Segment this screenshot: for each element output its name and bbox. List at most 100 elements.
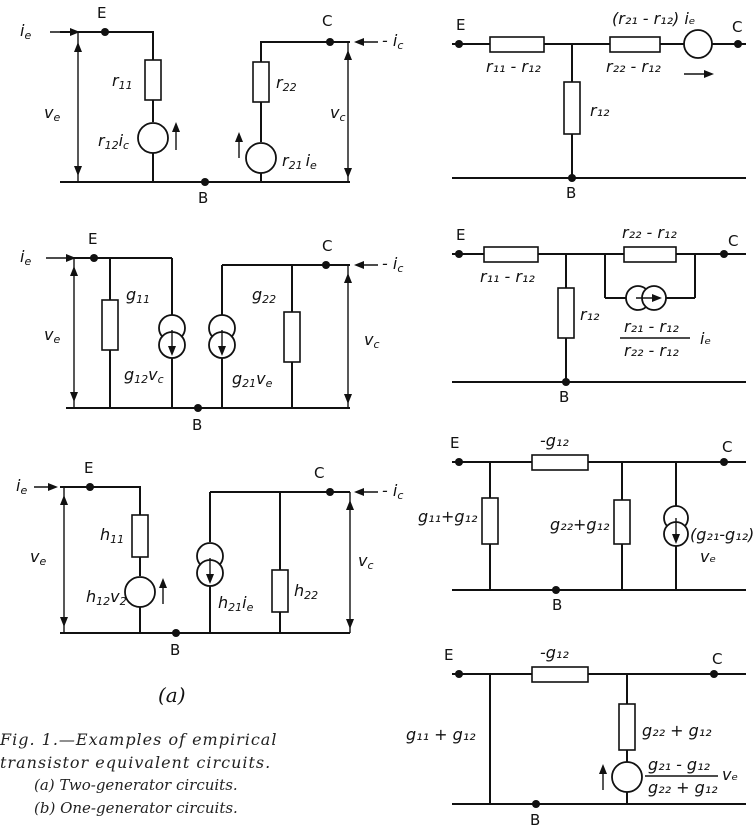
resistor-r11: [144, 59, 162, 101]
left-conductance-label: g₁₁+g₁₂: [418, 507, 478, 526]
caption-line-3: (a) Two-generator circuits.: [34, 776, 238, 794]
current-ic-label: - ic: [382, 254, 403, 275]
node-b-label: B: [552, 596, 562, 614]
node-b-label: B: [198, 189, 208, 207]
caption-line-4: (b) One-generator circuits.: [34, 799, 238, 817]
node-e-label: E: [97, 4, 106, 22]
generator-1-label: h12v2: [86, 587, 127, 608]
node-c-label: C: [722, 438, 732, 456]
voltage-generator: [611, 761, 643, 793]
voltage-ve-label: ve: [44, 103, 60, 124]
fraction-numerator: g₂₁ - g₁₂: [648, 755, 711, 774]
fraction-numerator: r₂₁ - r₁₂: [624, 317, 679, 336]
node-b-label: B: [530, 811, 540, 829]
g22-label: g22: [252, 285, 276, 306]
node-c-label: C: [322, 12, 332, 30]
voltage-ve-label: ve: [44, 325, 60, 346]
series-conductance-label: -g₁₂: [540, 431, 569, 450]
node-e-label: E: [88, 230, 97, 248]
voltage-vc-label: vc: [364, 330, 380, 351]
caption-line-1: Fig. 1.—Examples of empirical: [0, 730, 278, 749]
conductance-h22: [271, 569, 289, 613]
fraction-variable: iₑ: [700, 329, 711, 348]
current-ie-label: ie: [16, 476, 27, 497]
voltage-generator: [683, 29, 713, 59]
node-e-label: E: [444, 646, 453, 664]
voltage-ve-label: ve: [30, 547, 46, 568]
conductance-g11: [101, 299, 119, 351]
current-ie-label: ie: [20, 21, 31, 42]
current-ic-label: - ic: [382, 31, 403, 52]
right-resistor-label: r₂₂ - r₁₂: [606, 57, 661, 76]
circuit-t-one-generator: E C B r₁₁ - r₁₂ r₂₂ - r₁₂ r₁₂ (r₂₁ - r₁₂…: [452, 9, 746, 202]
node-b-label: B: [192, 416, 202, 434]
node-c-label: C: [712, 650, 722, 668]
node-b: [201, 178, 209, 186]
conductance-minus-g12: [531, 454, 589, 471]
voltage-vc-label: vc: [330, 103, 346, 124]
node-e-label: E: [456, 226, 465, 244]
g11-label: g11: [126, 285, 150, 306]
node-c-label: C: [314, 464, 324, 482]
resistor-r11-r12: [483, 246, 539, 263]
voltage-generator-2: [245, 142, 277, 174]
right-conductance-label: g₂₂ + g₁₂: [642, 721, 712, 740]
current-ie-label: ie: [20, 247, 31, 268]
generator-2-label: g21ve: [232, 369, 273, 390]
node-c-label: C: [322, 237, 332, 255]
generator-1-label: r12ic: [98, 131, 129, 152]
r11-label: r11: [112, 71, 133, 92]
left-conductance-label: g₁₁ + g₁₂: [406, 725, 476, 744]
top-resistor-label: r₂₂ - r₁₂: [622, 223, 677, 242]
resistor-r22-r12: [623, 246, 677, 263]
node-c-label: C: [728, 232, 738, 250]
left-resistor-label: r₁₁ - r₁₂: [486, 57, 541, 76]
conductance-g22: [283, 311, 301, 363]
voltage-generator-1: [137, 122, 169, 154]
generator-variable: vₑ: [700, 547, 716, 566]
generator-2-label: h21ie: [218, 593, 254, 614]
voltage-vc-label: vc: [358, 551, 374, 572]
circuit-pi-one-generator: E C B -g₁₂ g₁₁+g₁₂ g₂₂+g₁₂ (g₂₁-g₁₂) vₑ: [418, 431, 754, 614]
series-conductance-label: -g₁₂: [540, 643, 569, 662]
node-e-label: E: [456, 16, 465, 34]
node-b-label: B: [559, 388, 569, 406]
node-e-label: E: [84, 459, 93, 477]
node-b-label: B: [566, 184, 576, 202]
left-resistor-label: r₁₁ - r₁₂: [480, 267, 535, 286]
conductance-g22-g12: [613, 499, 631, 545]
generator-label: (g₂₁-g₁₂): [690, 525, 754, 544]
node-e-label: E: [450, 434, 459, 452]
node-b-label: B: [170, 641, 180, 659]
conductance-minus-g12: [531, 666, 589, 683]
resistor-r12: [563, 81, 581, 135]
fraction-denominator: r₂₂ - r₁₂: [624, 341, 679, 360]
node-c: [326, 38, 334, 46]
node-e: [101, 28, 109, 36]
caption-line-2: transistor equivalent circuits.: [0, 753, 272, 772]
voltage-generator: [124, 576, 156, 608]
generator-1-label: g12vc: [124, 365, 164, 386]
resistor-r22-r12: [609, 36, 661, 53]
current-ic-label: - ic: [382, 481, 403, 502]
resistor-h11: [131, 514, 149, 558]
resistor-r22: [252, 61, 270, 103]
shunt-resistor-label: r₁₂: [580, 305, 600, 324]
conductance-g11-g12: [481, 497, 499, 545]
generator-label: (r₂₁ - r₁₂) iₑ: [612, 9, 695, 28]
h22-label: h22: [294, 581, 318, 602]
part-a-label: (a): [158, 683, 186, 707]
circuit-t-one-generator-current: E C B r₁₁ - r₁₂ r₂₂ - r₁₂ r₁₂ r₂₁ - r₁₂ …: [452, 223, 746, 406]
resistor-r12: [557, 287, 575, 339]
circuit-pi-one-generator-voltage: E C B -g₁₂ g₁₁ + g₁₂ g₂₂ + g₁₂ g₂₁ - g₁₂…: [406, 643, 746, 829]
middle-conductance-label: g₂₂+g₁₂: [550, 515, 610, 534]
r22-label: r22: [276, 73, 297, 94]
circuit-h-two-generator: E C B ie - ic ve vc h11 h22 h12v2 h21ie: [16, 459, 403, 659]
h11-label: h11: [100, 525, 124, 546]
node-c-label: C: [732, 18, 742, 36]
conductance-g22-g12: [618, 703, 636, 751]
fraction-variable: vₑ: [722, 765, 738, 784]
